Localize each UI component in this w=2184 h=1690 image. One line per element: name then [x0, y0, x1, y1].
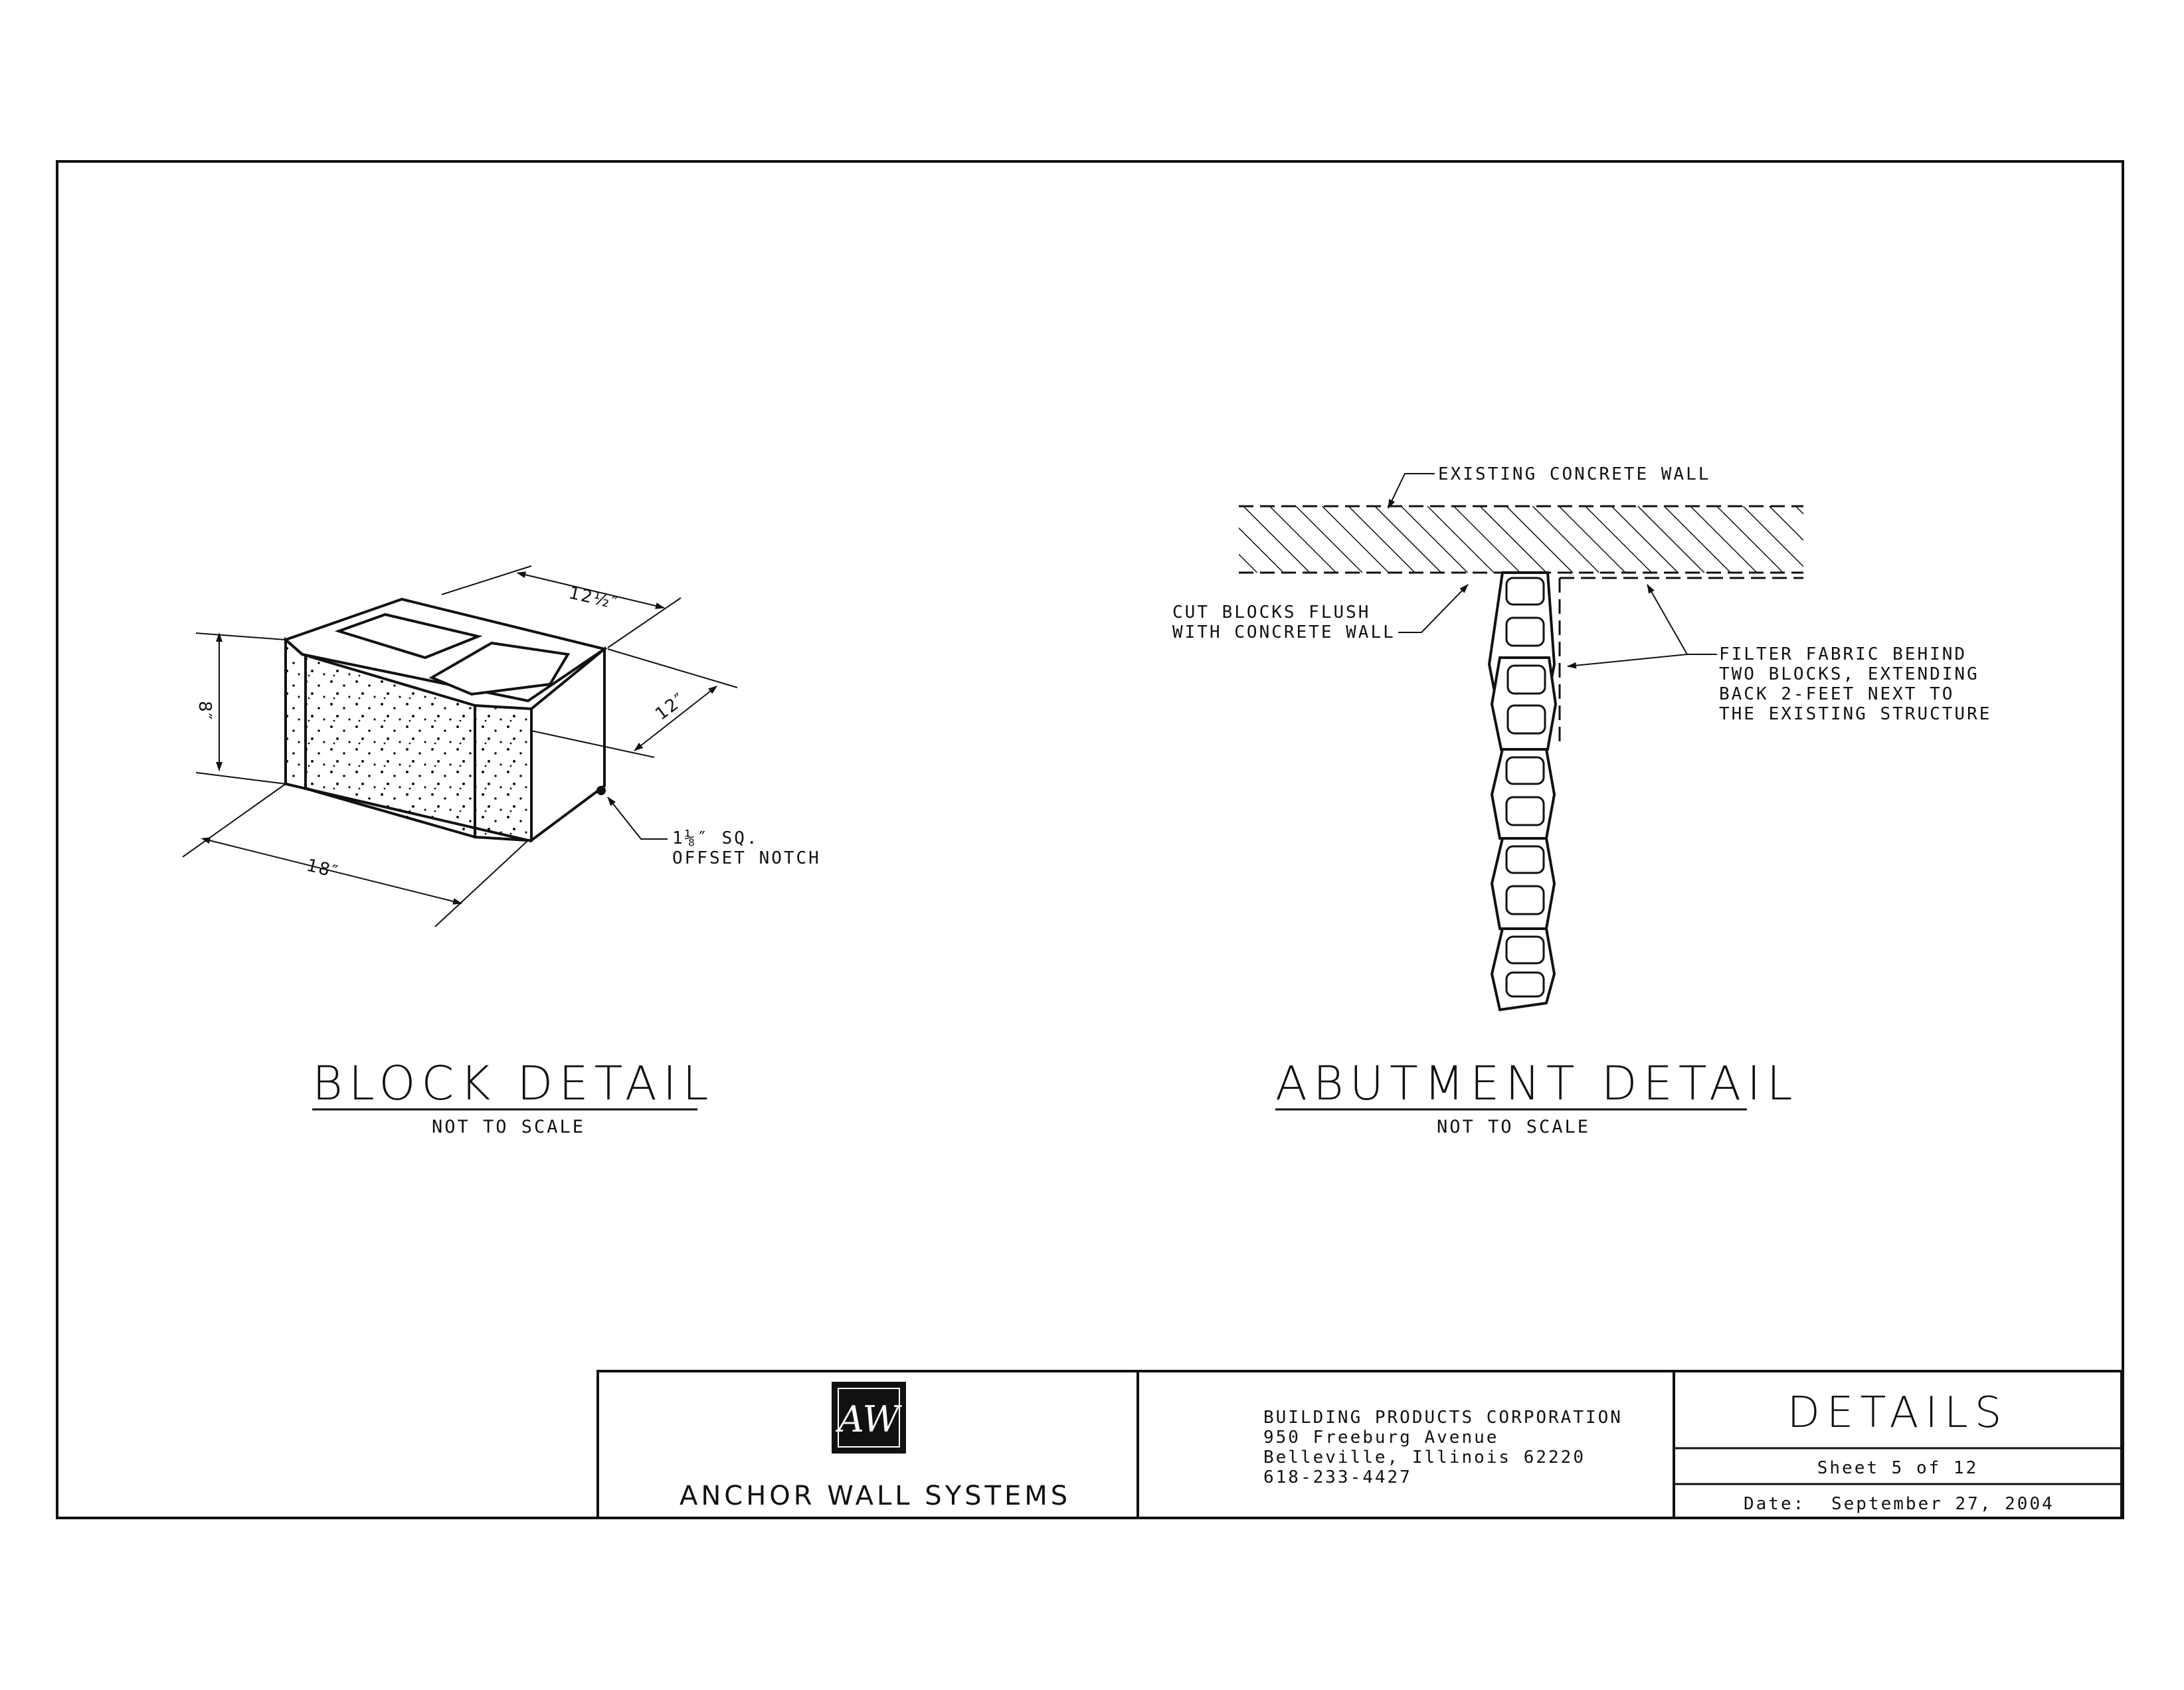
wall-leader	[1388, 473, 1435, 509]
block-core	[1506, 664, 1546, 695]
cut-blocks-label-line1: CUT BLOCKS FLUSH	[1172, 603, 1370, 622]
existing-concrete-wall	[1239, 506, 1803, 573]
block-bottom-edge	[305, 787, 529, 842]
abutment-block	[1490, 927, 1556, 1012]
sheet-number: Sheet 5 of 12	[1817, 1458, 1979, 1478]
fabric-leader	[1567, 654, 1717, 669]
block-end-face	[474, 704, 533, 842]
cut-blocks-label-line2: WITH CONCRETE WALL	[1172, 622, 1396, 642]
block-core	[1505, 845, 1545, 874]
dim-length-label: 18″	[304, 856, 341, 883]
block-side-face	[530, 646, 606, 843]
dim-line	[634, 685, 718, 751]
anchor-logo	[832, 1382, 906, 1454]
offset-notch-mark	[596, 786, 606, 795]
block-detail-scale-note: NOT TO SCALE	[432, 1117, 585, 1137]
existing-wall-label: EXISTING CONCRETE WALL	[1438, 464, 1710, 484]
cut-blocks-leader	[1398, 584, 1469, 633]
date-value: September 27, 2004	[1831, 1494, 2054, 1514]
dim-ext-line	[195, 772, 286, 785]
date-label: Date:	[1744, 1494, 1805, 1514]
block-core	[1506, 704, 1546, 735]
block-stack	[1487, 571, 1558, 1012]
notch-label-line1: 1⅛″ SQ.	[672, 828, 759, 848]
block-core	[1505, 577, 1545, 606]
block-core	[1505, 971, 1545, 998]
abutment-block	[1490, 837, 1556, 930]
block-core	[1505, 885, 1545, 915]
block-core	[1505, 616, 1545, 647]
dim-side-label: 12″	[652, 689, 689, 724]
abutment-detail-title: ABUTMENT DETAIL	[1275, 1056, 1799, 1111]
dim-line	[201, 837, 462, 905]
fabric-label-line3: BACK 2-FEET NEXT TO	[1719, 684, 1954, 704]
block-core	[1505, 796, 1545, 826]
fabric-label-line2: TWO BLOCKS, EXTENDING	[1719, 664, 1979, 684]
title-block: AW ANCHOR WALL SYSTEMS BUILDING PRODUCTS…	[596, 1370, 2123, 1519]
title-block-frame	[596, 1370, 2123, 1519]
block-core	[1505, 756, 1545, 785]
address-line4: 618-233-4427	[1263, 1467, 1412, 1487]
address-line3: Belleville, Illinois 62220	[1263, 1448, 1586, 1467]
dim-ext-line	[607, 648, 738, 688]
dim-ext-line	[441, 565, 532, 595]
dim-height-label: 8″	[195, 701, 215, 721]
dim-line	[516, 571, 665, 609]
dim-top-label: 12½″	[567, 583, 620, 614]
dim-ext-line	[607, 597, 682, 648]
dim-ext-line	[531, 730, 655, 758]
dim-ext-line	[195, 632, 286, 640]
notch-label-line2: OFFSET NOTCH	[672, 848, 821, 868]
block-core-left	[334, 612, 483, 660]
dim-ext-line	[182, 783, 286, 858]
company-name: ANCHOR WALL SYSTEMS	[680, 1481, 1071, 1511]
sheet-title: DETAILS	[1787, 1388, 2009, 1438]
abutment-detail: EXISTING CONCRETE WALL CUT BLOCKS FLUSH …	[1172, 464, 1991, 1137]
address-line1: BUILDING PRODUCTS CORPORATION	[1263, 1408, 1623, 1428]
address-line2: 950 Freeburg Avenue	[1263, 1428, 1499, 1448]
abutment-detail-scale-note: NOT TO SCALE	[1437, 1117, 1590, 1137]
fabric-leader	[1647, 584, 1688, 655]
block-detail: 12½″ 12″ 8″ 18″ 1⅛″ SQ. OFFSET NOTCH BLO…	[182, 565, 821, 1137]
notch-leader	[607, 797, 668, 840]
fabric-label-line1: FILTER FABRIC BEHIND	[1719, 644, 1967, 664]
anchor-logo-letters: AW	[835, 1398, 903, 1440]
sheet-border	[56, 160, 2124, 1519]
block-core	[1505, 935, 1545, 965]
fabric-label-line4: THE EXISTING STRUCTURE	[1719, 704, 1991, 724]
block-core-right	[428, 641, 571, 696]
dim-ext-line	[434, 840, 529, 927]
anchor-logo-inner	[838, 1388, 900, 1448]
abutment-block	[1490, 656, 1558, 751]
block-detail-title: BLOCK DETAIL	[312, 1056, 714, 1111]
